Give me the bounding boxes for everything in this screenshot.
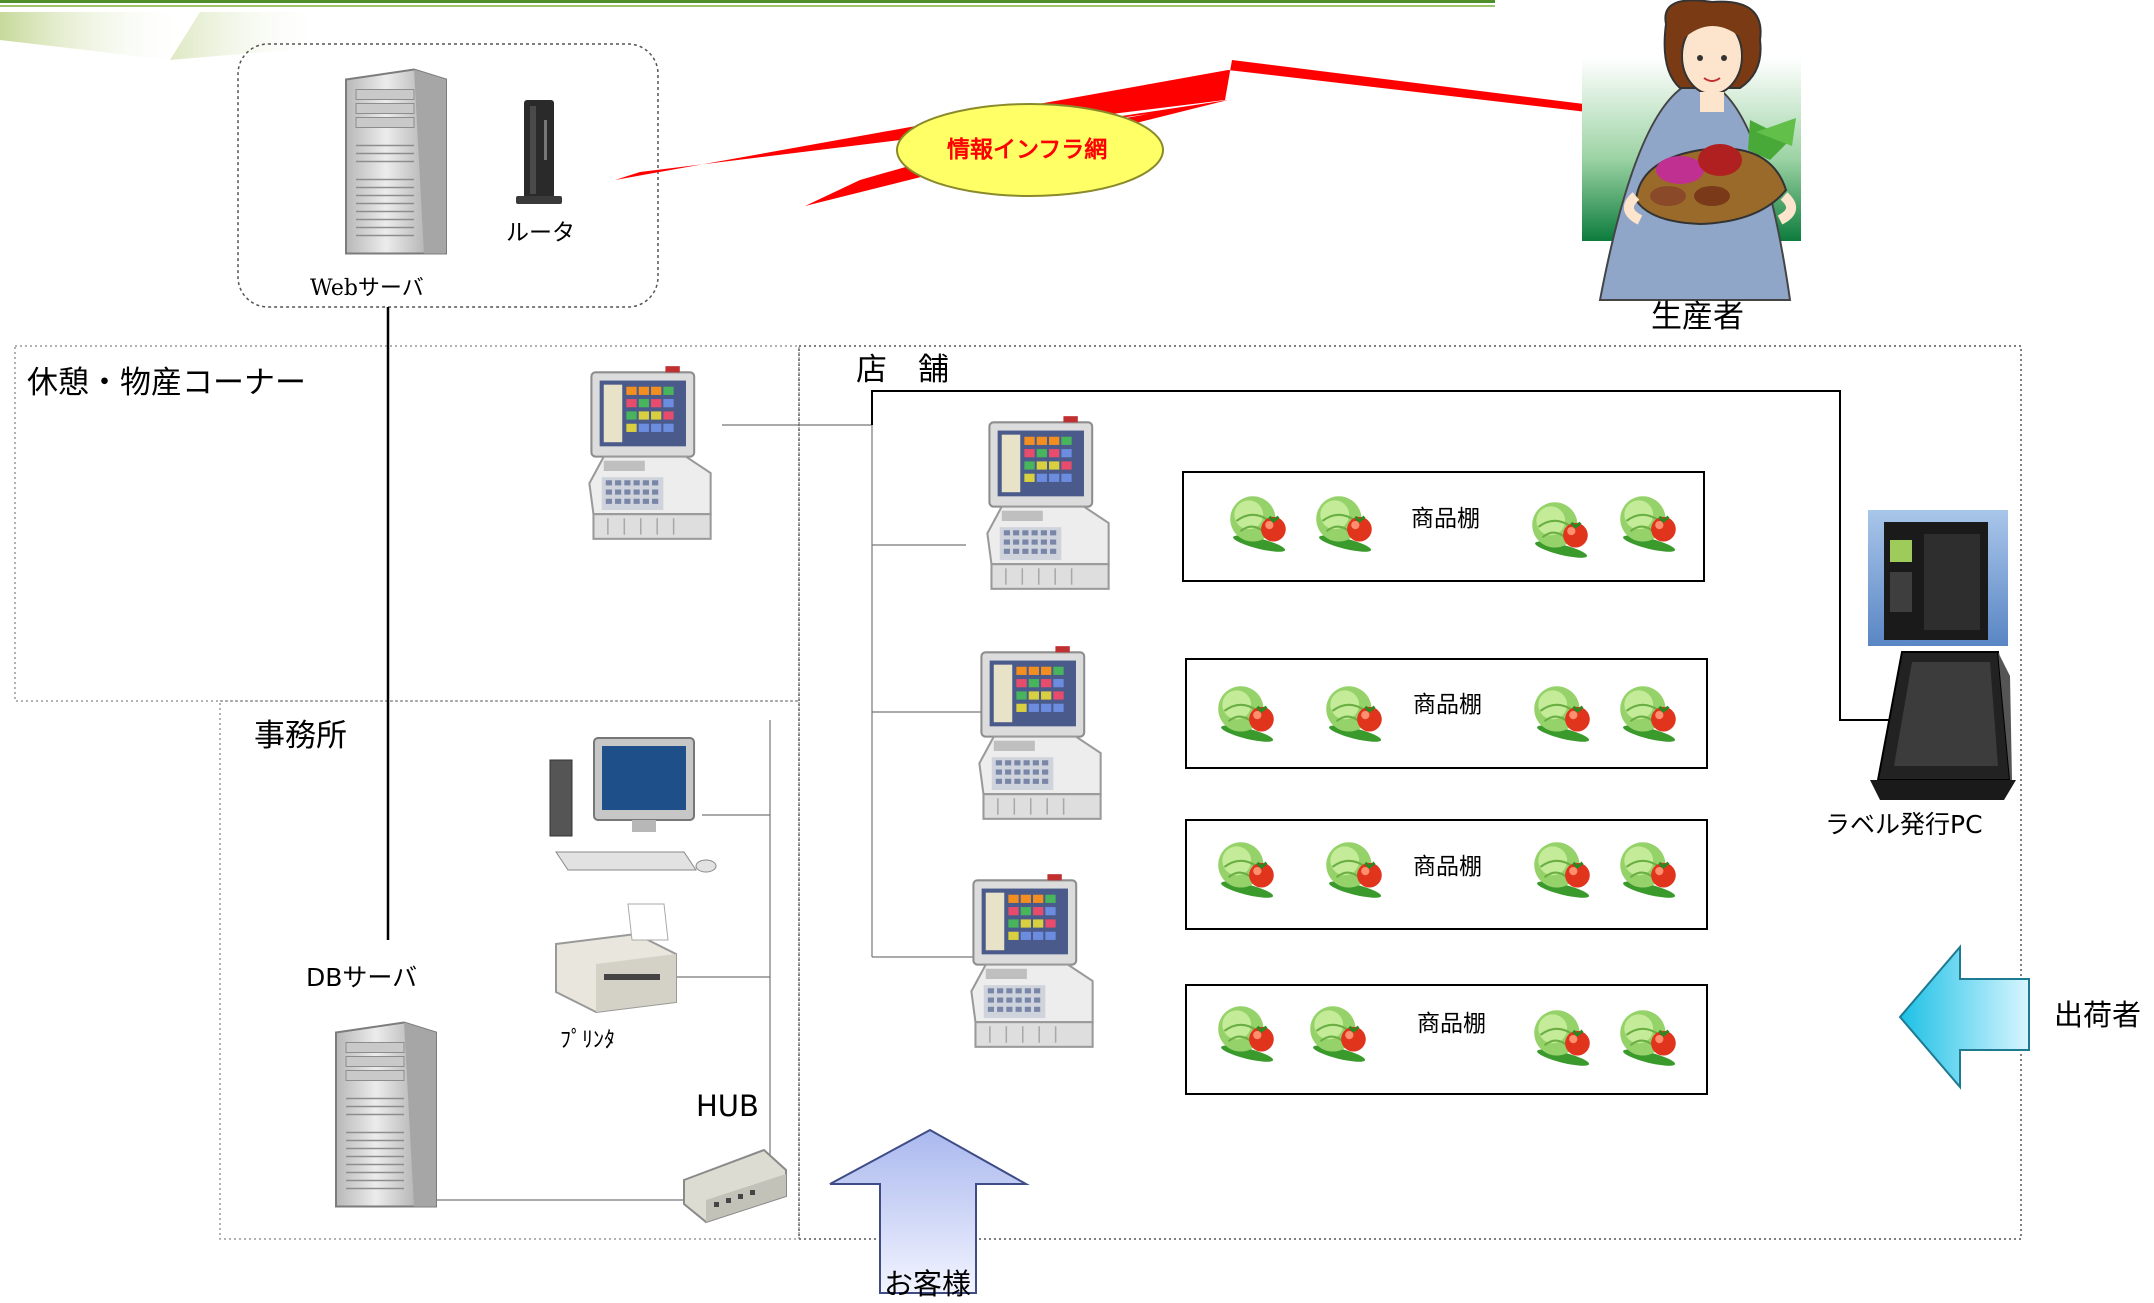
hub-label: HUB (696, 1089, 759, 1123)
web-server-zone (237, 43, 659, 308)
product-shelf-1 (1182, 471, 1705, 582)
pos-terminal-2 (978, 645, 1102, 820)
router-icon (516, 100, 562, 204)
producer-label: 生産者 (1651, 299, 1744, 335)
product-shelf-3 (1185, 819, 1708, 930)
office-title: 事務所 (254, 718, 347, 754)
producer-illustration (1582, 0, 1801, 301)
web-server-label: Webサーバ (310, 276, 424, 301)
office-zone (219, 700, 800, 1240)
network-wiring (386, 307, 1892, 1201)
label-pc-icon (1870, 651, 2016, 800)
network-label: 情報インフラ網 (947, 137, 1108, 163)
shelf-label-4: 商品棚 (1417, 1011, 1486, 1037)
header-decoration (0, 0, 1495, 60)
db-server-icon (334, 1021, 438, 1208)
shipper-arrow (1898, 944, 2030, 1090)
hub-icon (683, 1148, 787, 1224)
printer-icon (555, 903, 677, 1014)
customer-arrow (829, 1128, 1030, 1294)
pos-terminal-3 (970, 873, 1094, 1048)
lounge-title: 休憩・物産コーナー (27, 365, 306, 401)
store-title: 店 舗 (856, 352, 949, 388)
customer-label: お客様 (884, 1267, 972, 1301)
pos-terminal-lounge (588, 365, 712, 540)
router-label: ルータ (506, 220, 575, 246)
shelf-label-3: 商品棚 (1413, 854, 1482, 880)
web-server-icon (344, 68, 448, 255)
label-printer-icon (1868, 510, 2008, 646)
product-shelf-2 (1185, 658, 1708, 769)
shipper-label: 出荷者 (2054, 998, 2142, 1032)
desktop-pc-icon (549, 737, 717, 873)
printer-label: ﾌﾟﾘﾝﾀ (560, 1028, 616, 1053)
db-server-label: DBサーバ (306, 963, 418, 992)
shelf-label-1: 商品棚 (1411, 506, 1480, 532)
label-pc-label: ラベル発行PC (1825, 810, 1983, 839)
pos-terminal-1 (986, 415, 1110, 590)
network-bubble (896, 103, 1164, 197)
store-zone (798, 345, 2022, 1240)
shelf-label-2: 商品棚 (1413, 692, 1482, 718)
product-shelf-4 (1185, 984, 1708, 1095)
